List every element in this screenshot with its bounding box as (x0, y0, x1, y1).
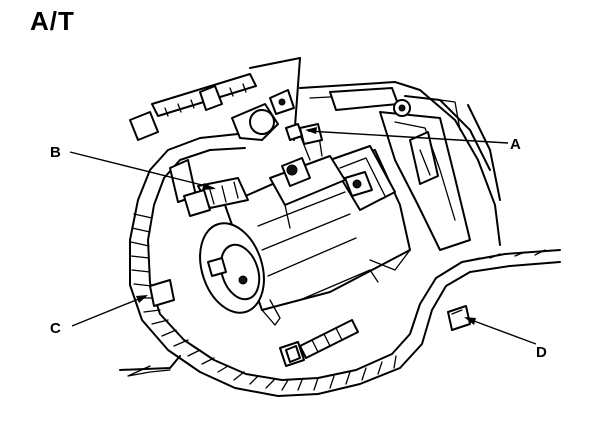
harness-clip (447, 305, 471, 331)
transmission-housing (249, 57, 501, 251)
callout-a-label: A (510, 136, 521, 153)
callout-c-label: C (50, 320, 61, 337)
leader-c (71, 295, 147, 327)
callout-d-label: D (536, 344, 547, 361)
wiring-harness (119, 133, 561, 397)
upper-mounting-bolt (129, 73, 257, 141)
leader-b (69, 151, 215, 189)
diagram-title: A/T (30, 6, 75, 36)
starter-motor (199, 123, 411, 326)
starter-cable-terminal (197, 89, 303, 209)
leader-a (307, 130, 509, 144)
callout-b-label: B (50, 144, 61, 161)
leader-d (465, 317, 537, 345)
lower-mounting-bolt (279, 319, 359, 367)
